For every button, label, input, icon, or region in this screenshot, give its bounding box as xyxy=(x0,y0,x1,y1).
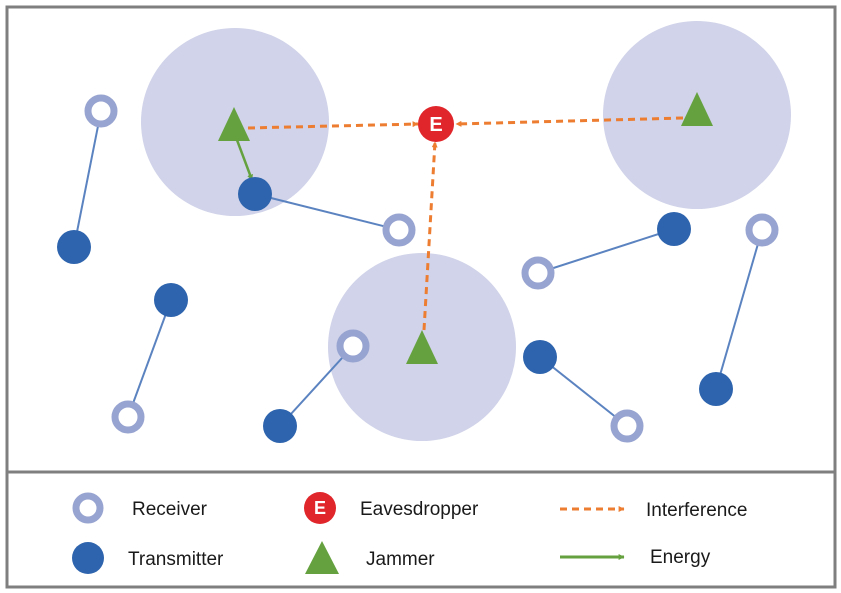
eavesdropper-circle xyxy=(418,106,454,142)
link-line xyxy=(127,299,172,418)
legend-jammer-label: Jammer xyxy=(366,549,435,570)
transmitter-node xyxy=(238,177,272,211)
link-line xyxy=(539,356,628,427)
receiver-node xyxy=(336,329,370,363)
legend-receiver-icon xyxy=(72,492,104,524)
receiver-node xyxy=(382,213,416,247)
legend-eavesdropper-letter: E xyxy=(314,498,326,518)
link-line xyxy=(254,193,400,231)
legend-eavesdropper-label: Eavesdropper xyxy=(360,499,479,520)
energy-arrow xyxy=(235,139,254,181)
interference-arrow xyxy=(455,116,684,127)
legend-energy-label: Energy xyxy=(650,547,711,568)
receiver-node xyxy=(84,94,118,128)
link-line xyxy=(715,229,763,390)
legend-receiver-label: Receiver xyxy=(132,499,208,520)
legend-interference-label: Interference xyxy=(646,500,747,521)
receiver-node xyxy=(111,400,145,434)
jammer-node xyxy=(681,92,713,126)
receiver-node xyxy=(745,213,779,247)
legend-eavesdropper-icon xyxy=(304,492,336,524)
link-line xyxy=(279,345,354,427)
jammer-node xyxy=(406,330,438,364)
receiver-node xyxy=(521,256,555,290)
interference-arrows xyxy=(247,116,684,331)
transmitter-node xyxy=(57,230,91,264)
transmitter-node xyxy=(699,372,733,406)
interference-arrow xyxy=(247,121,419,130)
transmitter-node xyxy=(523,340,557,374)
receiver-node xyxy=(610,409,644,443)
legend-jammer-icon xyxy=(305,541,339,574)
interference-arrow xyxy=(422,141,438,331)
legend: Receiver Transmitter E Eavesdropper Jamm… xyxy=(72,492,747,574)
legend-transmitter-icon xyxy=(72,542,104,574)
eavesdropper-node: E xyxy=(418,106,454,142)
legend-frame xyxy=(5,470,837,589)
jammers xyxy=(218,92,713,364)
jammer-node xyxy=(218,107,250,141)
legend-transmitter-label: Transmitter xyxy=(128,549,224,570)
eavesdropper-letter: E xyxy=(429,114,442,136)
transmitters xyxy=(57,177,733,443)
transmitter-node xyxy=(154,283,188,317)
transmitter-node xyxy=(657,212,691,246)
links xyxy=(73,110,763,427)
link-line xyxy=(537,228,675,274)
receivers xyxy=(84,94,779,443)
transmitter-node xyxy=(263,409,297,443)
link-line xyxy=(73,110,102,248)
